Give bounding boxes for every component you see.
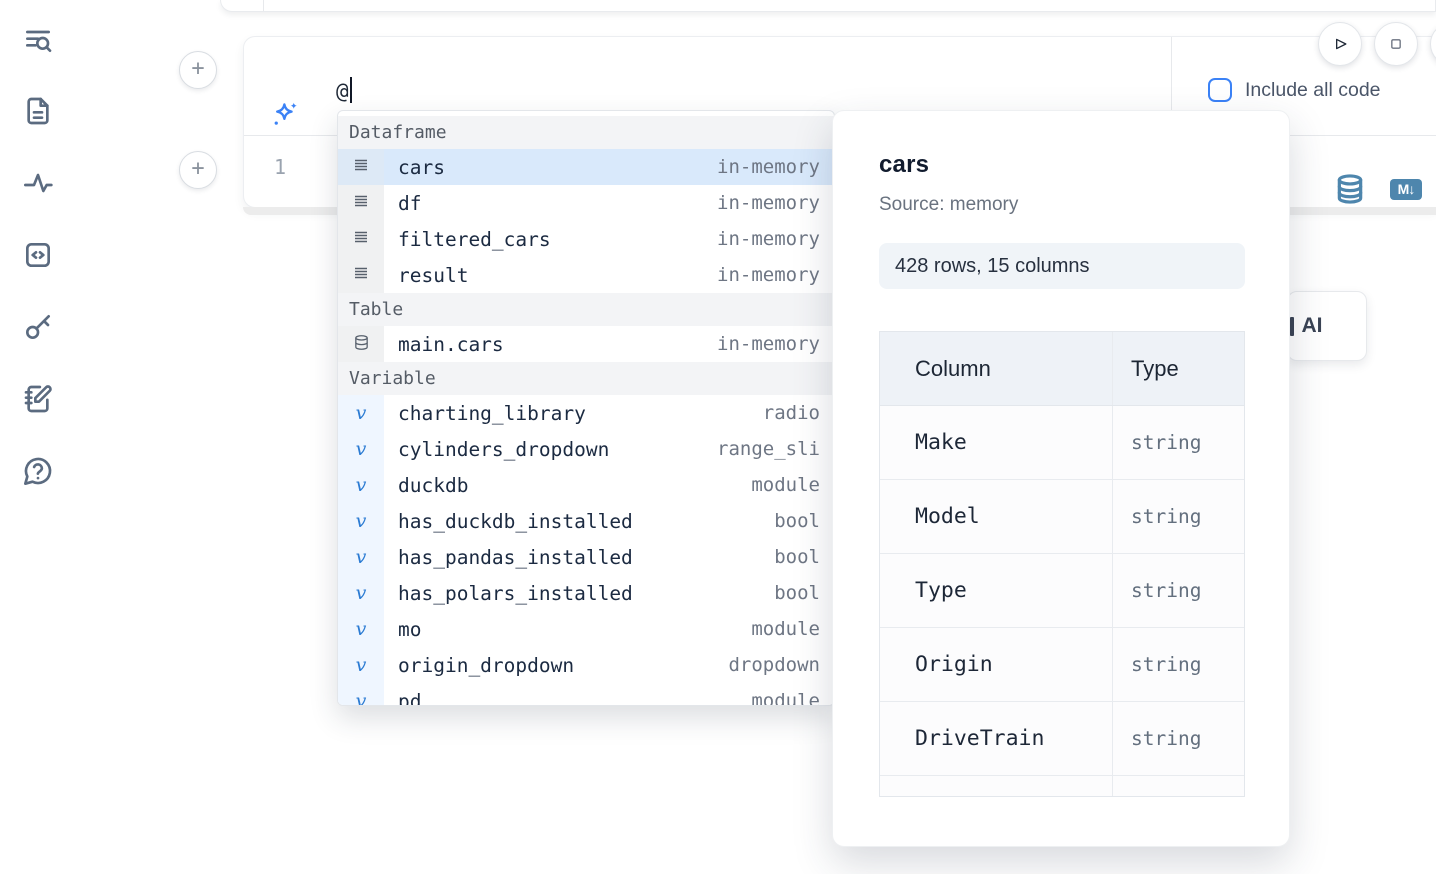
activity-tracing-icon[interactable] xyxy=(21,166,55,200)
include-all-code-zone: Include all code xyxy=(1172,37,1436,136)
variable-icon: v xyxy=(355,474,367,496)
add-cell-above-button[interactable]: + xyxy=(179,51,217,89)
schema-row-origin: Origin string xyxy=(880,628,1244,702)
add-cell-below-button[interactable]: + xyxy=(179,151,217,189)
secrets-key-icon[interactable] xyxy=(21,310,55,344)
autocomplete-item-result[interactable]: result in-memory xyxy=(338,257,834,293)
schema-row-type: Type string xyxy=(880,554,1244,628)
autocomplete-item-has-pandas-installed[interactable]: v has_pandas_installed bool xyxy=(338,539,834,575)
text-caret xyxy=(349,77,352,103)
schema-row-make: Make string xyxy=(880,406,1244,480)
ai-button-label: AI xyxy=(1301,314,1323,337)
clipped-letter xyxy=(1290,316,1294,336)
variable-icon: v xyxy=(355,546,367,568)
preview-source: Source: memory xyxy=(879,194,1019,215)
previous-cell-gutter-divider xyxy=(263,0,264,11)
variable-icon: v xyxy=(355,618,367,640)
section-header-table: Table xyxy=(338,293,834,326)
include-all-code-checkbox[interactable] xyxy=(1208,78,1232,102)
autocomplete-item-cars[interactable]: cars in-memory xyxy=(338,149,834,185)
help-chat-icon[interactable] xyxy=(21,454,55,488)
preview-schema-table: Column Type Make string Model string Typ… xyxy=(879,331,1245,797)
table-database-icon xyxy=(353,334,370,355)
autocomplete-item-mo[interactable]: v mo module xyxy=(338,611,834,647)
autocomplete-item-pd-clipped[interactable]: v pd module xyxy=(338,683,834,706)
preview-shape-badge: 428 rows, 15 columns xyxy=(879,243,1245,289)
dataframe-preview-panel: cars Source: memory 428 rows, 15 columns… xyxy=(832,110,1290,847)
markdown-export-icon[interactable]: M↓ xyxy=(1390,179,1422,200)
variable-icon: v xyxy=(355,654,367,676)
variable-icon: v xyxy=(355,510,367,532)
schema-header-row: Column Type xyxy=(880,332,1244,406)
schema-row-clipped xyxy=(880,776,1244,796)
variable-icon: v xyxy=(355,582,367,604)
stop-button[interactable] xyxy=(1374,22,1418,66)
section-header-variable: Variable xyxy=(338,362,834,395)
prompt-divider xyxy=(1171,37,1172,136)
left-sidebar xyxy=(0,0,72,874)
autocomplete-item-origin-dropdown[interactable]: v origin_dropdown dropdown xyxy=(338,647,834,683)
schema-header-type: Type xyxy=(1131,355,1179,381)
document-icon[interactable] xyxy=(21,94,55,128)
ai-prompt-input[interactable]: @ xyxy=(336,77,352,103)
autocomplete-item-duckdb[interactable]: v duckdb module xyxy=(338,467,834,503)
generate-with-ai-button[interactable]: AI xyxy=(1287,291,1367,361)
table-of-contents-search-icon[interactable] xyxy=(21,23,55,57)
dataframe-icon xyxy=(352,264,370,286)
autocomplete-item-main-cars[interactable]: main.cars in-memory xyxy=(338,326,834,362)
run-cell-button[interactable] xyxy=(1318,22,1362,66)
autocomplete-item-charting-library[interactable]: v charting_library radio xyxy=(338,395,834,431)
autocomplete-item-has-duckdb-installed[interactable]: v has_duckdb_installed bool xyxy=(338,503,834,539)
ai-prompt-value: @ xyxy=(336,79,349,103)
previous-cell-edge xyxy=(220,0,1436,12)
code-editor-row[interactable]: 1 M↓ xyxy=(244,137,1436,208)
line-number: 1 xyxy=(273,155,287,179)
database-icon[interactable] xyxy=(1334,173,1366,205)
play-icon xyxy=(1336,38,1347,50)
dataframe-icon xyxy=(352,156,370,178)
include-all-code-label: Include all code xyxy=(1245,79,1381,101)
variable-icon: v xyxy=(355,402,367,424)
schema-row-drivetrain: DriveTrain string xyxy=(880,702,1244,776)
sparkles-ai-icon xyxy=(274,102,297,125)
section-header-dataframe: Dataframe xyxy=(338,116,834,149)
autocomplete-item-cylinders-dropdown[interactable]: v cylinders_dropdown range_sli xyxy=(338,431,834,467)
autocomplete-dropdown: Dataframe cars in-memory df in-memory fi… xyxy=(337,110,835,706)
dataframe-icon xyxy=(352,228,370,250)
stop-icon xyxy=(1391,39,1401,49)
schema-header-column: Column xyxy=(880,332,1113,405)
autocomplete-item-df[interactable]: df in-memory xyxy=(338,185,834,221)
autocomplete-item-filtered-cars[interactable]: filtered_cars in-memory xyxy=(338,221,834,257)
scratchpad-notebook-icon[interactable] xyxy=(21,382,55,416)
variable-icon: v xyxy=(355,438,367,460)
variable-icon: v xyxy=(355,690,367,706)
preview-title: cars xyxy=(879,151,930,178)
autocomplete-item-has-polars-installed[interactable]: v has_polars_installed bool xyxy=(338,575,834,611)
dataframe-icon xyxy=(352,192,370,214)
schema-row-model: Model string xyxy=(880,480,1244,554)
code-snippets-icon[interactable] xyxy=(21,238,55,272)
